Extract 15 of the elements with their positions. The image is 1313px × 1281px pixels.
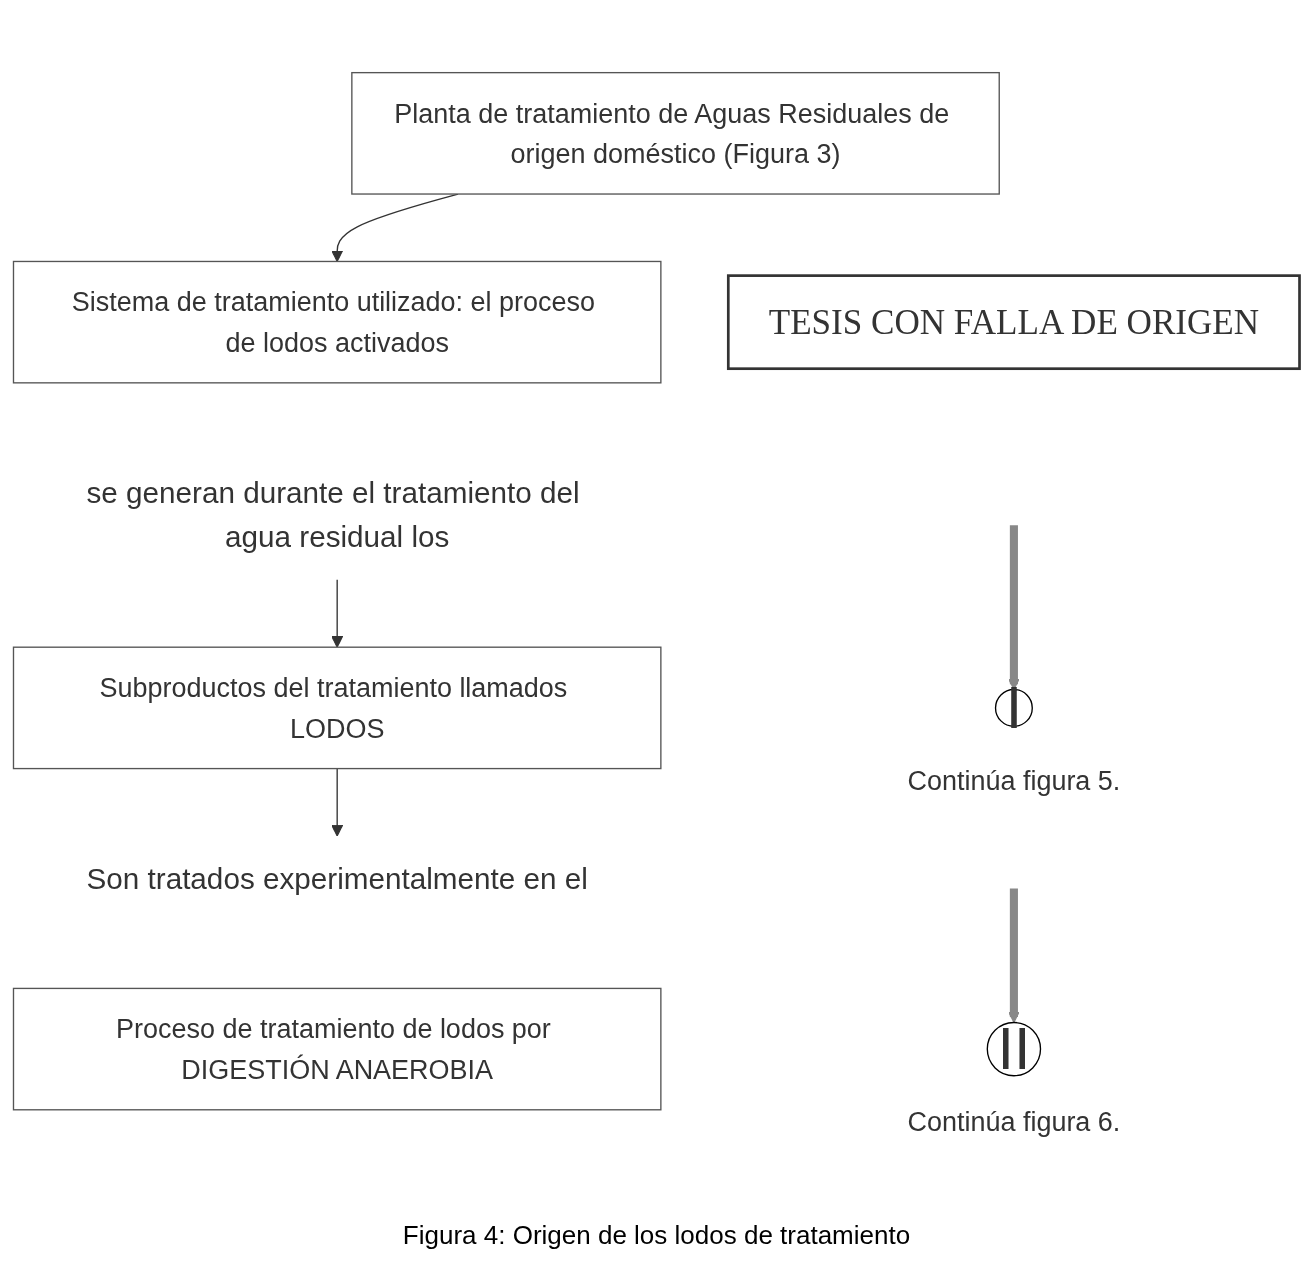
node-text: se generan durante el tratamiento del agua residual los [86, 475, 580, 555]
arrow [331, 579, 344, 648]
node-box: TESIS CON FALLA DE ORIGEN [726, 274, 1301, 371]
node-text: Son tratados experimentalmente en el [86, 861, 588, 896]
arrow [1007, 888, 1020, 1024]
node-circle: II [986, 1021, 1042, 1077]
continuation-note: Continúa figura 5. [907, 766, 1121, 797]
node-box: Subproductos del tratamiento llamados LODOS [12, 646, 662, 770]
node-circle: I [994, 688, 1033, 727]
arrow [331, 767, 344, 837]
continuation-note: Continúa figura 6. [907, 1107, 1121, 1138]
node-box: Planta de tratamiento de Aguas Residuales de origen doméstico (Figura 3) [351, 71, 1000, 195]
node-box: Proceso de tratamiento de lodos por DIGESTIÓN ANAEROBIA [12, 987, 662, 1111]
figure-caption: Figura 4: Origen de los lodos de tratamiento [402, 1219, 911, 1252]
node-box: Sistema de tratamiento utilizado: el proceso de lodos activados [12, 260, 662, 384]
